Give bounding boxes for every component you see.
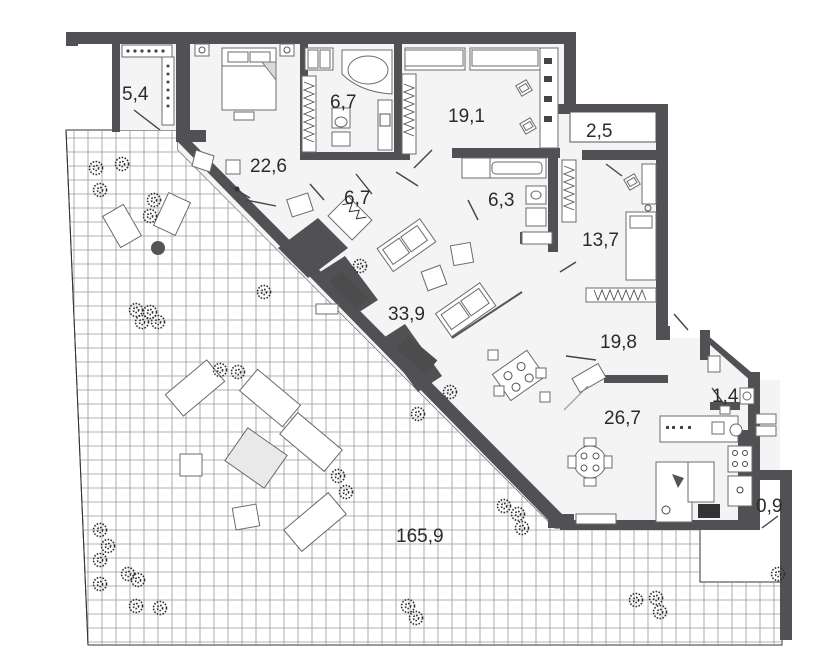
room-area-hall-1: 6,7: [344, 188, 370, 209]
loggia: [755, 413, 779, 529]
room-area-kitchen-dining: 26,7: [604, 408, 641, 429]
room-area-loggia: 0,9: [756, 496, 782, 517]
room-area-hall-2: 19,8: [600, 332, 637, 353]
room-area-living: 33,9: [388, 304, 425, 325]
armchair-icon: [101, 191, 192, 249]
hall-1-furniture: [327, 173, 373, 241]
sink-icon: [707, 355, 721, 373]
bathtub-icon: [341, 49, 393, 95]
room-area-bedroom-2: 19,1: [448, 106, 485, 127]
bedroom-1-furniture: [191, 43, 325, 218]
room-area-bedroom-3: 13,7: [582, 230, 619, 251]
sofa-icon: [164, 359, 347, 553]
room-labels: 5,4 22,6 6,7 6,7 19,1 2,5 6,3 13,7 33,9 …: [122, 84, 782, 547]
living-furniture: [315, 218, 523, 375]
bedroom-2-furniture: [395, 47, 559, 187]
storage-shelves: [121, 44, 175, 131]
bed-icon: [625, 211, 657, 281]
room-area-bathroom-2: 6,3: [488, 190, 514, 211]
toilet-icon: [331, 107, 351, 129]
room-area-wc: 1,4: [712, 386, 739, 407]
toilet-icon: [525, 185, 547, 205]
sofa-icon: [434, 282, 497, 338]
room-area-storage: 5,4: [122, 84, 149, 105]
bathroom-1-fixtures: [304, 47, 393, 151]
room-area-bathroom-1: 6,7: [330, 92, 356, 113]
dining-furniture: [487, 313, 689, 411]
stove-icon: [727, 445, 753, 473]
toilet-icon: [739, 387, 755, 405]
balcony-frame: [569, 111, 657, 143]
kitchen-furniture: [567, 415, 753, 525]
room-area-bedroom-1: 22,6: [250, 156, 287, 177]
bed-icon: [221, 47, 277, 121]
fireplace-icon: [327, 195, 373, 241]
room-area-balcony: 2,5: [586, 121, 612, 142]
terrace-furniture: [101, 191, 347, 553]
terrace-edge: [65, 129, 89, 646]
bathroom-2-fixtures: [461, 157, 553, 245]
dining-table-icon: [567, 437, 613, 487]
apartment-floor: [118, 42, 780, 528]
room-area-terrace: 165,9: [396, 526, 444, 547]
bedroom-3-furniture: [559, 159, 657, 303]
wc-fixtures: [707, 355, 755, 415]
sofa-icon: [376, 218, 437, 273]
